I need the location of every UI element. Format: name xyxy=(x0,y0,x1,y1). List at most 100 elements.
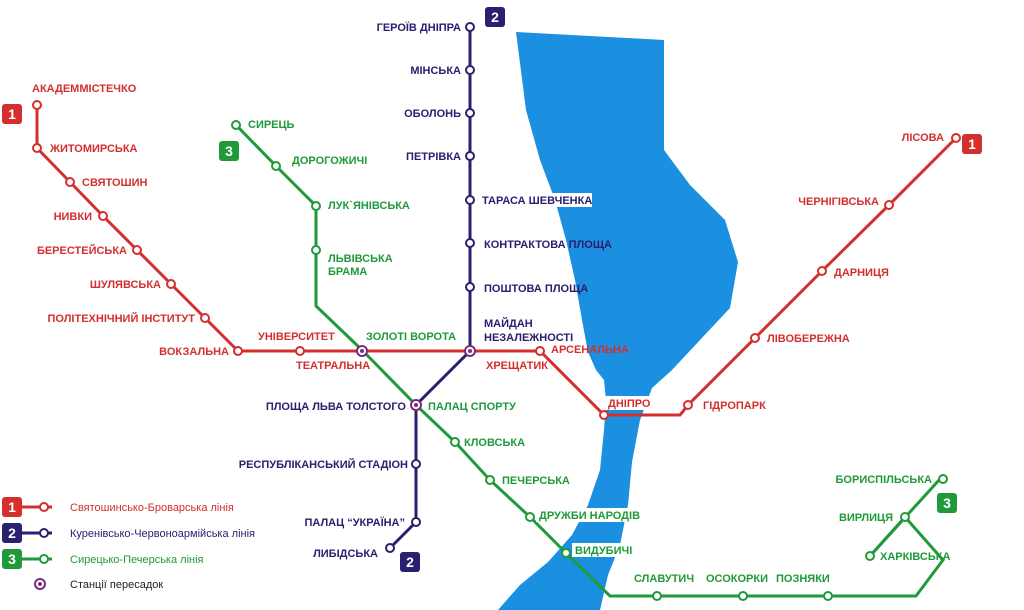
svg-text:ТАРАСА ШЕВЧЕНКА: ТАРАСА ШЕВЧЕНКА xyxy=(482,195,592,207)
station-boryspilska[interactable] xyxy=(938,474,948,484)
station-hidropark[interactable] xyxy=(683,400,693,410)
station-arsenalna[interactable] xyxy=(535,346,545,356)
station-sviatoshyn[interactable] xyxy=(65,177,75,187)
label-sviatoshyn: СВЯТОШИН xyxy=(82,177,147,189)
transfer-dot xyxy=(468,349,472,353)
legend-line-1: 1 Святошинсько-Броварська лінія xyxy=(2,497,234,517)
label-box-slavutych: СЛАВУТИЧ ОСОКОРКИ ПОЗНЯКИ xyxy=(632,571,830,585)
station-petrivka[interactable] xyxy=(465,151,475,161)
svg-text:ДРУЖБИ НАРОДІВ: ДРУЖБИ НАРОДІВ xyxy=(539,510,640,522)
svg-text:1: 1 xyxy=(8,106,16,122)
label-lvivska-1: ЛЬВІВСЬКА xyxy=(328,253,393,265)
station-slavutych[interactable] xyxy=(652,591,662,601)
station-palats-ukraina[interactable] xyxy=(411,517,421,527)
label-lukianivska: ЛУК`ЯНІВСЬКА xyxy=(328,200,410,212)
svg-text:3: 3 xyxy=(8,551,16,567)
svg-text:ГІДРОПАРК: ГІДРОПАРК xyxy=(703,400,766,412)
label-boryspilska: БОРИСПІЛЬСЬКА xyxy=(836,474,933,486)
station-osokorky[interactable] xyxy=(738,591,748,601)
svg-text:2: 2 xyxy=(8,525,16,541)
station-respublikanskyi[interactable] xyxy=(411,459,421,469)
station-akademmistechko[interactable] xyxy=(32,100,42,110)
station-minska[interactable] xyxy=(465,65,475,75)
legend-line-2: 2 Куренівсько-Червоноармійська лінія xyxy=(2,523,255,543)
station-lvivska-brama[interactable] xyxy=(311,245,321,255)
label-zoloti-vorota: ЗОЛОТІ ВОРОТА xyxy=(366,331,456,343)
label-zhytomyrska: ЖИТОМИРСЬКА xyxy=(49,143,138,155)
svg-text:1: 1 xyxy=(8,499,16,515)
label-box-druzhby-narodiv: ДРУЖБИ НАРОДІВ xyxy=(536,508,642,522)
station-pozniaky[interactable] xyxy=(823,591,833,601)
svg-text:СЛАВУТИЧ: СЛАВУТИЧ xyxy=(634,573,694,585)
svg-text:2: 2 xyxy=(406,554,414,570)
svg-text:Святошинсько-Броварська лінія: Святошинсько-Броварська лінія xyxy=(70,502,234,514)
label-heroiv-dnipra: ГЕРОЇВ ДНІПРА xyxy=(377,21,461,34)
label-maidan-2: НЕЗАЛЕЖНОСТІ xyxy=(484,332,573,344)
station-syrets[interactable] xyxy=(231,120,241,130)
label-vyrlytsia: ВИРЛИЦЯ xyxy=(839,512,893,524)
svg-text:ОСОКОРКИ: ОСОКОРКИ xyxy=(706,573,768,585)
station-tarasa-shevchenka[interactable] xyxy=(465,195,475,205)
station-darnytsia[interactable] xyxy=(817,266,827,276)
svg-text:Станції пересадок: Станції пересадок xyxy=(70,579,163,591)
label-ploshcha-lva-tolstoho: ПЛОЩА ЛЬВА ТОЛСТОГО xyxy=(266,401,407,413)
label-lvivska-2: БРАМА xyxy=(328,266,367,278)
station-livoberezhna[interactable] xyxy=(750,333,760,343)
label-klovska: КЛОВСЬКА xyxy=(464,437,525,449)
station-chernihivska[interactable] xyxy=(884,200,894,210)
station-zhytomyrska[interactable] xyxy=(32,143,42,153)
label-maidan-1: МАЙДАН xyxy=(484,317,533,330)
label-palats-ukraina: ПАЛАЦ “УКРАЇНА” xyxy=(304,516,405,529)
label-respublikanskyi: РЕСПУБЛІКАНСЬКИЙ СТАДІОН xyxy=(239,458,408,471)
station-shuliavska[interactable] xyxy=(166,279,176,289)
station-kharkivska[interactable] xyxy=(865,551,875,561)
station-lukianivska[interactable] xyxy=(311,201,321,211)
label-khreshchatyk: ХРЕЩАТИК xyxy=(486,360,548,372)
station-dorohozhychi[interactable] xyxy=(271,161,281,171)
station-vokzalna[interactable] xyxy=(233,346,243,356)
svg-text:3: 3 xyxy=(225,143,233,159)
label-kontraktova: КОНТРАКТОВА ПЛОЩА xyxy=(484,239,612,251)
label-darnytsia: ДАРНИЦЯ xyxy=(834,267,889,279)
line-2-badge-south: 2 xyxy=(400,552,420,572)
station-vydubychi[interactable] xyxy=(561,548,571,558)
station-poshtova[interactable] xyxy=(465,282,475,292)
svg-text:ВИДУБИЧІ: ВИДУБИЧІ xyxy=(575,545,632,557)
label-lybidska: ЛИБІДСЬКА xyxy=(313,548,378,560)
station-vyrlytsia[interactable] xyxy=(900,512,910,522)
station-dnipro[interactable] xyxy=(599,410,609,420)
label-akademmistechko: АКАДЕММІСТЕЧКО xyxy=(32,83,137,95)
station-nyvky[interactable] xyxy=(98,211,108,221)
station-klovska[interactable] xyxy=(450,437,460,447)
label-teatralna: ТЕАТРАЛЬНА xyxy=(296,360,370,372)
svg-text:Сирецько-Печерська лінія: Сирецько-Печерська лінія xyxy=(70,554,204,566)
label-livoberezhna: ЛІВОБЕРЕЖНА xyxy=(767,333,850,345)
river-dnipro xyxy=(498,32,738,610)
legend: 1 Святошинсько-Броварська лінія 2 Курені… xyxy=(2,497,255,591)
label-dorohozhychi: ДОРОГОЖИЧІ xyxy=(292,155,367,167)
station-politekhnichnyi[interactable] xyxy=(200,313,210,323)
station-druzhby-narodiv[interactable] xyxy=(525,512,535,522)
label-chernihivska: ЧЕРНІГІВСЬКА xyxy=(798,196,879,208)
label-vokzalna: ВОКЗАЛЬНА xyxy=(159,346,229,358)
transfer-dot xyxy=(414,403,418,407)
station-lisova[interactable] xyxy=(951,133,961,143)
label-minska: МІНСЬКА xyxy=(410,65,461,77)
station-heroiv-dnipra[interactable] xyxy=(465,22,475,32)
label-palats-sportu: ПАЛАЦ СПОРТУ xyxy=(428,401,516,413)
station-universytet[interactable] xyxy=(295,346,305,356)
label-shuliavska: ШУЛЯВСЬКА xyxy=(90,279,161,291)
station-obolon[interactable] xyxy=(465,108,475,118)
station-kontraktova[interactable] xyxy=(465,238,475,248)
legend-line-3: 3 Сирецько-Печерська лінія xyxy=(2,549,204,569)
station-lybidska[interactable] xyxy=(385,543,395,553)
label-lisova: ЛІСОВА xyxy=(902,132,944,144)
station-beresteiska[interactable] xyxy=(132,245,142,255)
label-poshtova: ПОШТОВА ПЛОЩА xyxy=(484,283,588,295)
station-pecherska[interactable] xyxy=(485,475,495,485)
label-pecherska: ПЕЧЕРСЬКА xyxy=(502,475,570,487)
svg-text:ДНІПРО: ДНІПРО xyxy=(608,398,651,410)
svg-text:2: 2 xyxy=(491,9,499,25)
label-syrets: СИРЕЦЬ xyxy=(248,119,295,131)
